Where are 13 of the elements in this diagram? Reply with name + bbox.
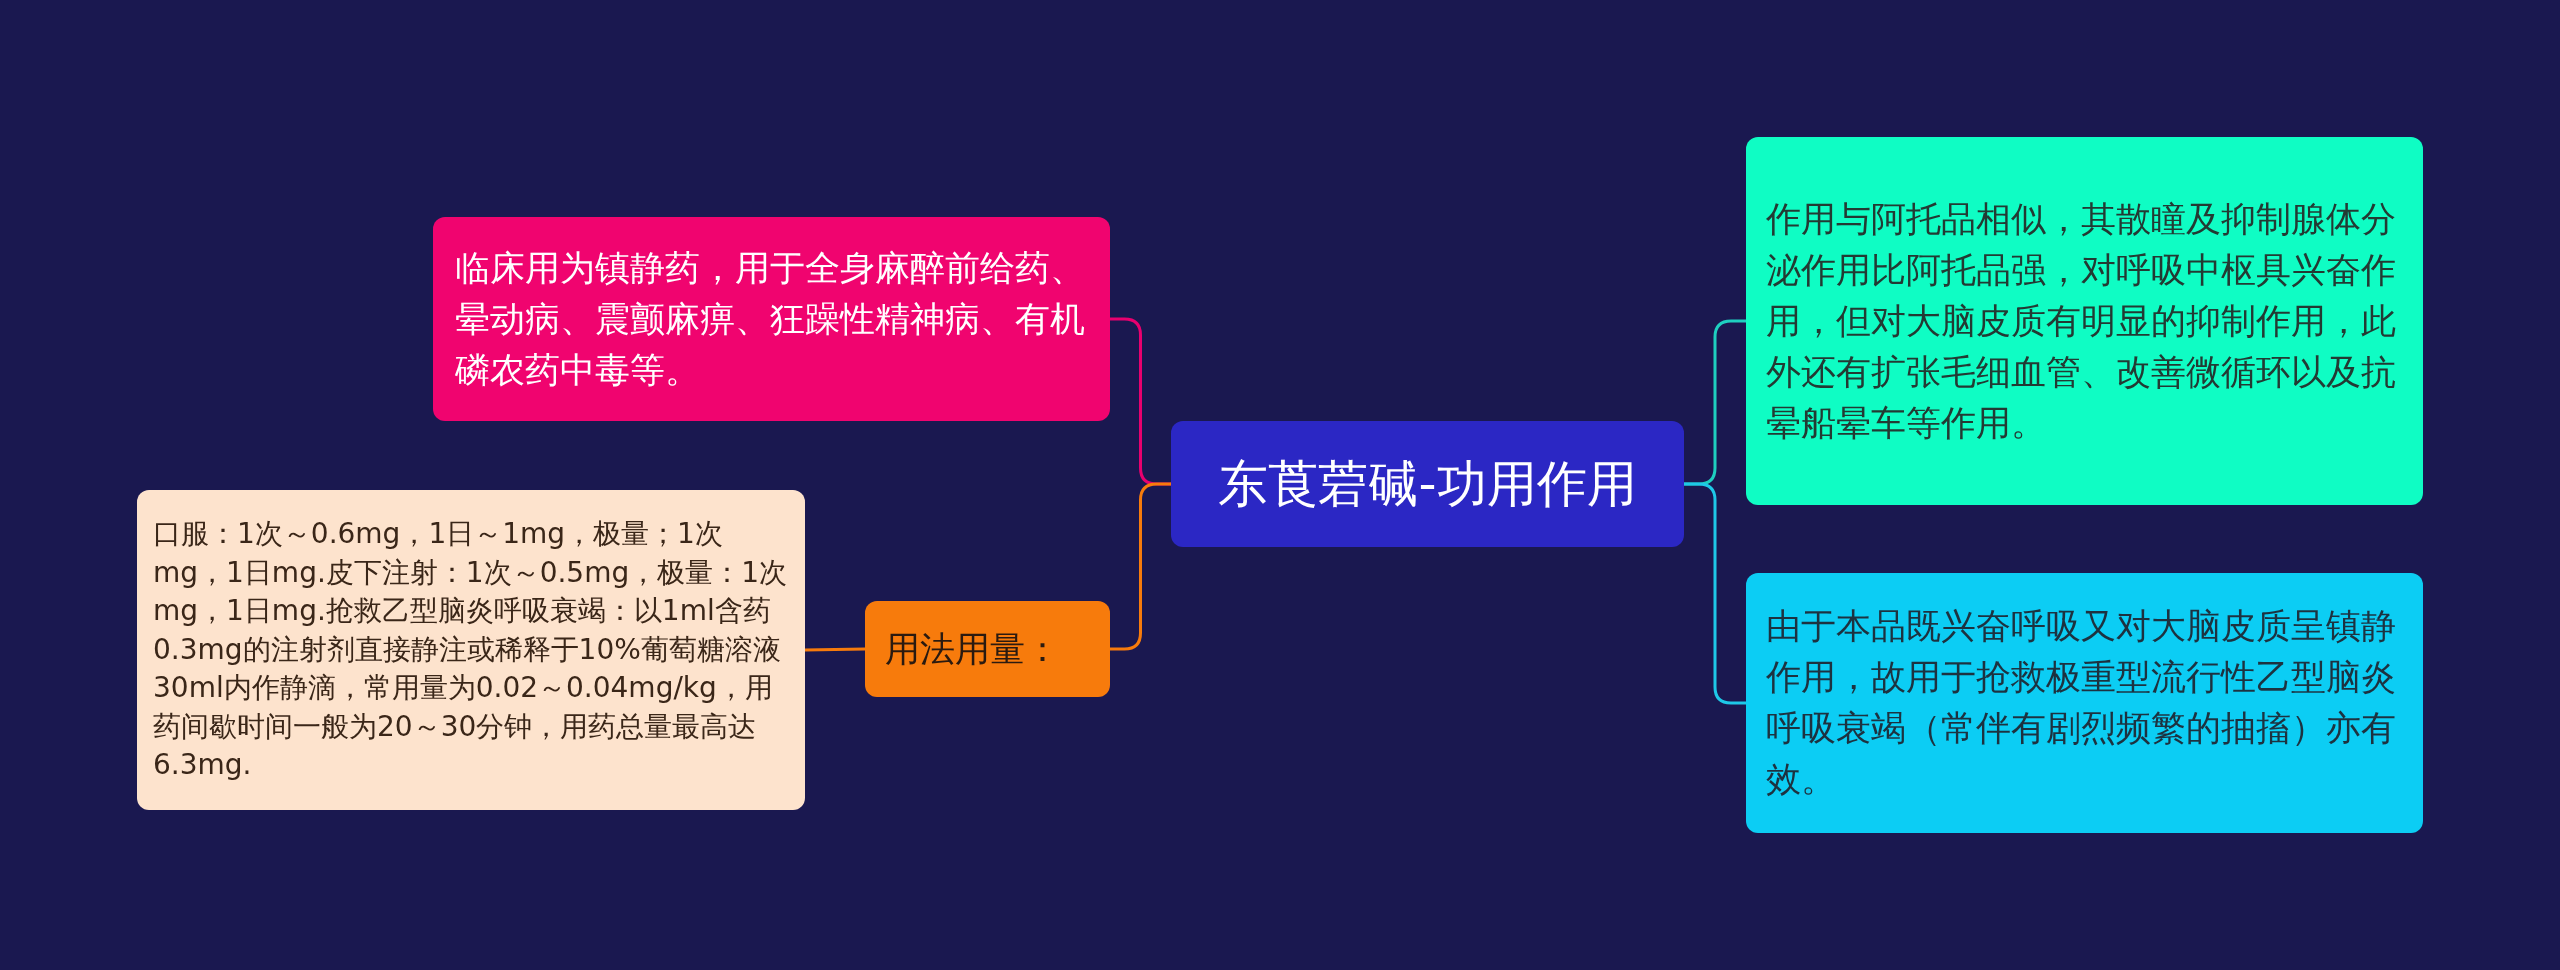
topic-text: 由于本品既兴奋呼吸又对大脑皮质呈镇静作用，故用于抢救极重型流行性乙型脑炎呼吸衰竭（常伴有剧烈频繁的抽搐）亦有效。 <box>1766 605 2397 801</box>
topic-text: 东莨菪碱-功用作用 <box>1218 454 1637 514</box>
topic-box <box>1171 421 1684 547</box>
topic-text: 临床用为镇静药，用于全身麻醉前给药、晕动病、震颤麻痹、狂躁性精神病、有机磷农药中毒等。 <box>455 246 1086 392</box>
topic-box <box>433 217 1110 421</box>
topic-text: 口服：1次～0.6mg，1日～1mg，极量；1次mg，1日mg.皮下注射：1次～0.5mg，极量：1次mg，1日mg.抢救乙型脑炎呼吸衰竭：以1ml含药0.3mg的注射剂直接静注或稀释于10%葡萄糖溶液30ml内作静滴，常用量为0.02～0.04mg/kg，用药间歇时间一般为20～30分钟，用药总量最高达6.3mg. <box>153 516 789 784</box>
topic-box <box>1746 573 2423 833</box>
note-box <box>137 490 805 810</box>
topic-text: 用法用量： <box>885 628 1060 671</box>
topic-text: 作用与阿托品相似，其散瞳及抑制腺体分泌作用比阿托品强，对呼吸中枢具兴奋作用，但对大脑皮质有明显的抑制作用，此外还有扩张毛细血管、改善微循环以及抗晕船晕车等作用。 <box>1766 197 2397 445</box>
topic-box <box>865 601 1110 697</box>
connector-line <box>804 647 866 652</box>
topic-box <box>1746 137 2423 505</box>
